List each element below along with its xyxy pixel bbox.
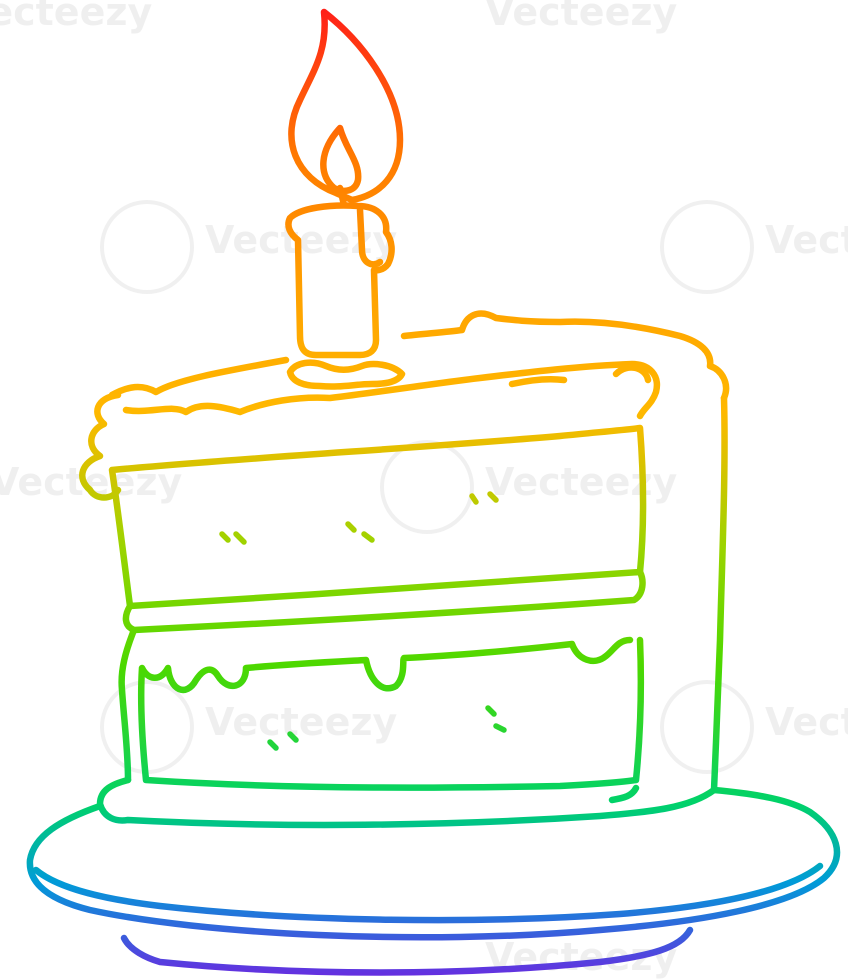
crumb-mark [493, 723, 507, 733]
cake-top-edge [122, 360, 661, 420]
frosting-crumb [612, 364, 652, 384]
plate-rim [32, 862, 824, 924]
candle-flame-icon [288, 8, 404, 204]
crumb-mark [219, 531, 231, 543]
plate-top [26, 786, 841, 941]
crumb-mark [345, 521, 357, 533]
cake-frosting-middle [122, 568, 646, 634]
crumb-mark [233, 531, 247, 545]
crumb-mark [287, 731, 299, 743]
cake-layer-lower-edge [118, 626, 138, 784]
crumb-mark [487, 491, 499, 503]
cake-top-frosting [79, 310, 730, 501]
candle-flame-inner [320, 124, 362, 194]
crumb-mark [469, 493, 479, 505]
cake-layer-lower [137, 636, 645, 791]
cake-side [710, 394, 728, 794]
candle-body [285, 202, 395, 359]
plate-underside [120, 926, 694, 976]
crumb-mark [267, 739, 279, 751]
candle-wick [336, 184, 348, 209]
candle-drip [356, 206, 384, 268]
cake-bottom-crumb [608, 784, 640, 804]
candle-base [286, 359, 406, 390]
cake-crumbs [219, 491, 507, 751]
crumb-mark [485, 705, 497, 717]
cake-layer-upper [108, 424, 647, 610]
frosting-crumb [508, 375, 568, 388]
crumb-mark [361, 531, 375, 543]
